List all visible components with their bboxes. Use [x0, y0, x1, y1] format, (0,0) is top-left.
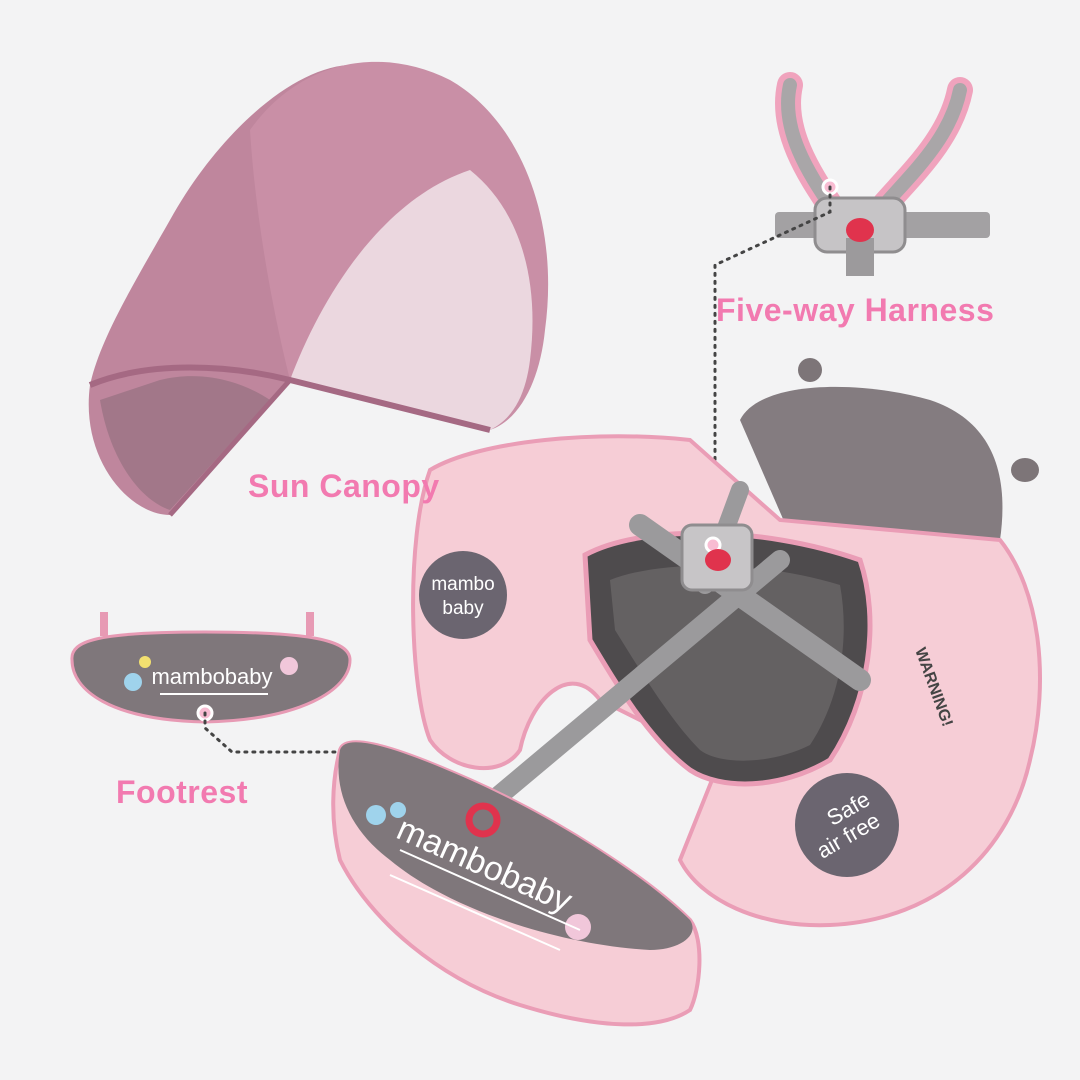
badge-brand-line2: baby — [442, 598, 484, 619]
callout-five-way-harness: Five-way Harness — [716, 292, 995, 328]
five-way-harness — [775, 72, 990, 276]
callout-sun-canopy: Sun Canopy — [248, 468, 440, 504]
badge-brand-line1: mambo — [431, 574, 494, 595]
sun-canopy — [88, 61, 549, 517]
footrest-detail: mambobaby — [70, 612, 352, 724]
footrest-connector-line — [203, 711, 347, 754]
footrest-brand: mambobaby — [151, 664, 272, 689]
callout-footrest: Footrest — [116, 774, 248, 810]
harness-connector-line — [713, 185, 832, 542]
swim-float-body: mambo baby Safe air free WARNING! — [411, 358, 1042, 928]
footrest-attached: mambobaby — [331, 740, 702, 1027]
